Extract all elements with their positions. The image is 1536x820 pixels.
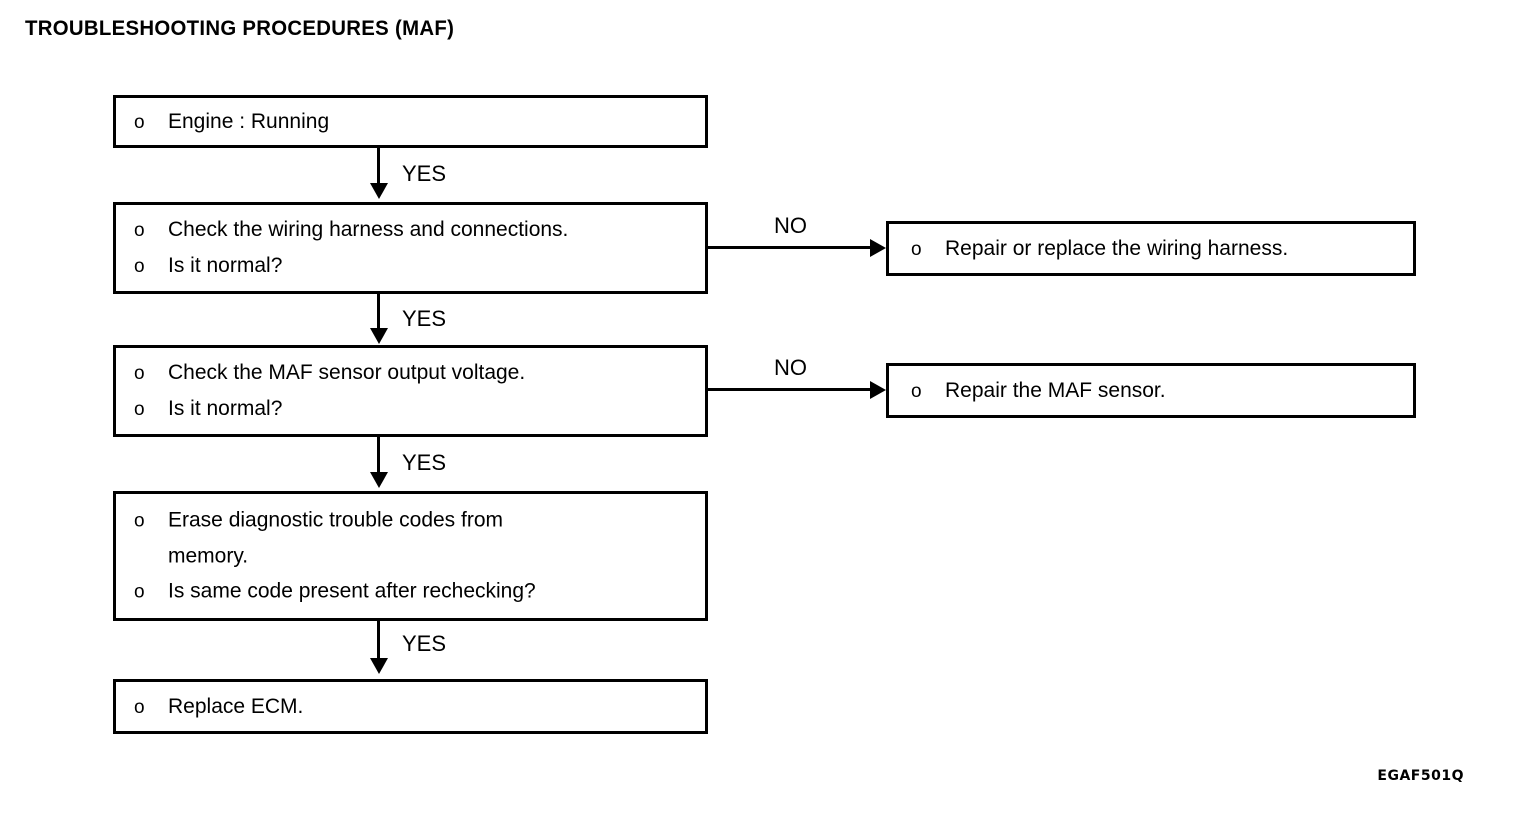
box-line-text: Repair or replace the wiring harness. xyxy=(945,236,1289,260)
box-text-block: o Check the wiring harness and connectio… xyxy=(134,212,697,284)
box-line: o Check the MAF sensor output voltage. xyxy=(134,355,697,391)
box-text-block: o Engine : Running xyxy=(134,104,697,140)
box-line: memory. xyxy=(134,539,697,574)
box-line-text: Erase diagnostic trouble codes from xyxy=(168,508,504,532)
bullet-marker: o xyxy=(134,581,145,603)
bullet-marker: o xyxy=(134,399,145,420)
box-text-block: o Repair or replace the wiring harness. xyxy=(911,231,1409,267)
box-line-text: Engine : Running xyxy=(168,109,330,133)
box-line: o Is it normal? xyxy=(134,248,697,284)
flow-box-repair-replace-wiring-harness: o Repair or replace the wiring harness. xyxy=(886,221,1416,276)
box-line-text: Replace ECM. xyxy=(168,694,304,718)
bullet-marker: o xyxy=(911,238,922,260)
arrow-head-down-4 xyxy=(370,658,388,674)
edge-label-yes-1: YES xyxy=(402,161,447,186)
box-line: o Repair or replace the wiring harness. xyxy=(911,231,1409,267)
box-line-text: Check the wiring harness and connections… xyxy=(168,218,569,241)
bullet-marker: o xyxy=(134,256,145,277)
edge-label-yes-3: YES xyxy=(402,450,447,475)
arrow-head-down-1 xyxy=(370,183,388,199)
bullet-marker: o xyxy=(134,696,145,718)
box-line-text: Is same code present after rechecking? xyxy=(168,579,536,603)
box-line-text: Is it normal? xyxy=(168,397,283,420)
flow-box-replace-ecm: o Replace ECM. xyxy=(113,679,708,734)
connector-line-1 xyxy=(377,148,380,185)
connector-line-2 xyxy=(377,294,380,331)
box-line-text: Is it normal? xyxy=(168,254,283,277)
connector-line-no-1 xyxy=(708,246,871,249)
edge-label-no-1: NO xyxy=(774,213,807,238)
box-line-text: Repair the MAF sensor. xyxy=(945,378,1166,402)
figure-code-label: EGAF501Q xyxy=(1377,768,1464,784)
connector-line-3 xyxy=(377,437,380,475)
box-line: o Erase diagnostic trouble codes from xyxy=(134,503,697,539)
flow-box-check-wiring-harness: o Check the wiring harness and connectio… xyxy=(113,202,708,294)
box-line-text: memory. xyxy=(168,544,249,568)
edge-label-yes-4: YES xyxy=(402,631,447,656)
box-text-block: o Erase diagnostic trouble codes from me… xyxy=(134,503,697,610)
box-line-text: Check the MAF sensor output voltage. xyxy=(168,361,526,384)
edge-label-no-2: NO xyxy=(774,355,807,380)
box-text-block: o Check the MAF sensor output voltage. o… xyxy=(134,355,697,427)
bullet-marker: o xyxy=(134,220,145,241)
bullet-marker: o xyxy=(134,510,145,532)
arrow-head-down-2 xyxy=(370,328,388,344)
flow-box-engine-running: o Engine : Running xyxy=(113,95,708,148)
box-line: o Engine : Running xyxy=(134,104,697,140)
box-line: o Repair the MAF sensor. xyxy=(911,373,1409,409)
connector-line-4 xyxy=(377,621,380,661)
box-text-block: o Repair the MAF sensor. xyxy=(911,373,1409,409)
bullet-marker: o xyxy=(134,363,145,384)
arrow-head-right-1 xyxy=(870,239,886,257)
connector-line-no-2 xyxy=(708,388,871,391)
flow-box-check-maf-output-voltage: o Check the MAF sensor output voltage. o… xyxy=(113,345,708,437)
box-text-block: o Replace ECM. xyxy=(134,689,697,725)
arrow-head-right-2 xyxy=(870,381,886,399)
box-line: o Is it normal? xyxy=(134,391,697,427)
box-line: o Check the wiring harness and connectio… xyxy=(134,212,697,248)
box-line: o Is same code present after rechecking? xyxy=(134,574,697,610)
box-line: o Replace ECM. xyxy=(134,689,697,725)
bullet-marker: o xyxy=(911,380,922,402)
edge-label-yes-2: YES xyxy=(402,306,447,331)
page-title: TROUBLESHOOTING PROCEDURES (MAF) xyxy=(25,17,455,40)
arrow-head-down-3 xyxy=(370,472,388,488)
bullet-marker: o xyxy=(134,111,145,133)
flow-box-repair-maf-sensor: o Repair the MAF sensor. xyxy=(886,363,1416,418)
flow-box-erase-diagnostic-codes: o Erase diagnostic trouble codes from me… xyxy=(113,491,708,621)
